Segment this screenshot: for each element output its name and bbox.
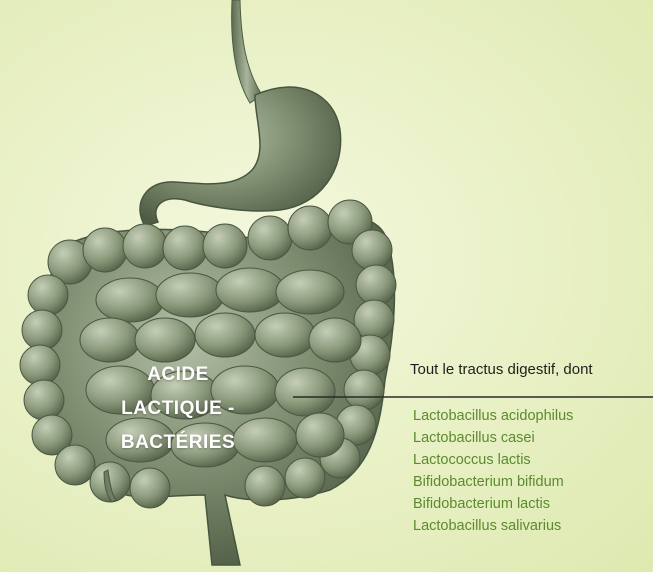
species-item: Lactobacillus salivarius [413, 515, 573, 537]
esophagus [232, 0, 262, 103]
species-item: Lactococcus lactis [413, 449, 573, 471]
species-item: Bifidobacterium bifidum [413, 471, 573, 493]
bacteria-label-line2: LACTIQUE - [78, 392, 278, 426]
species-item: Lactobacillus casei [413, 427, 573, 449]
species-item: Lactobacillus acidophilus [413, 405, 573, 427]
species-item: Bifidobacterium lactis [413, 493, 573, 515]
species-list: Lactobacillus acidophilus Lactobacillus … [413, 405, 573, 537]
callout-title: Tout le tractus digestif, dont [410, 361, 593, 378]
bacteria-label: ACIDE LACTIQUE - BACTÉRIES [78, 358, 278, 460]
stomach [140, 87, 341, 226]
bacteria-label-line1: ACIDE [78, 358, 278, 392]
bacteria-label-line3: BACTÉRIES [78, 426, 278, 460]
